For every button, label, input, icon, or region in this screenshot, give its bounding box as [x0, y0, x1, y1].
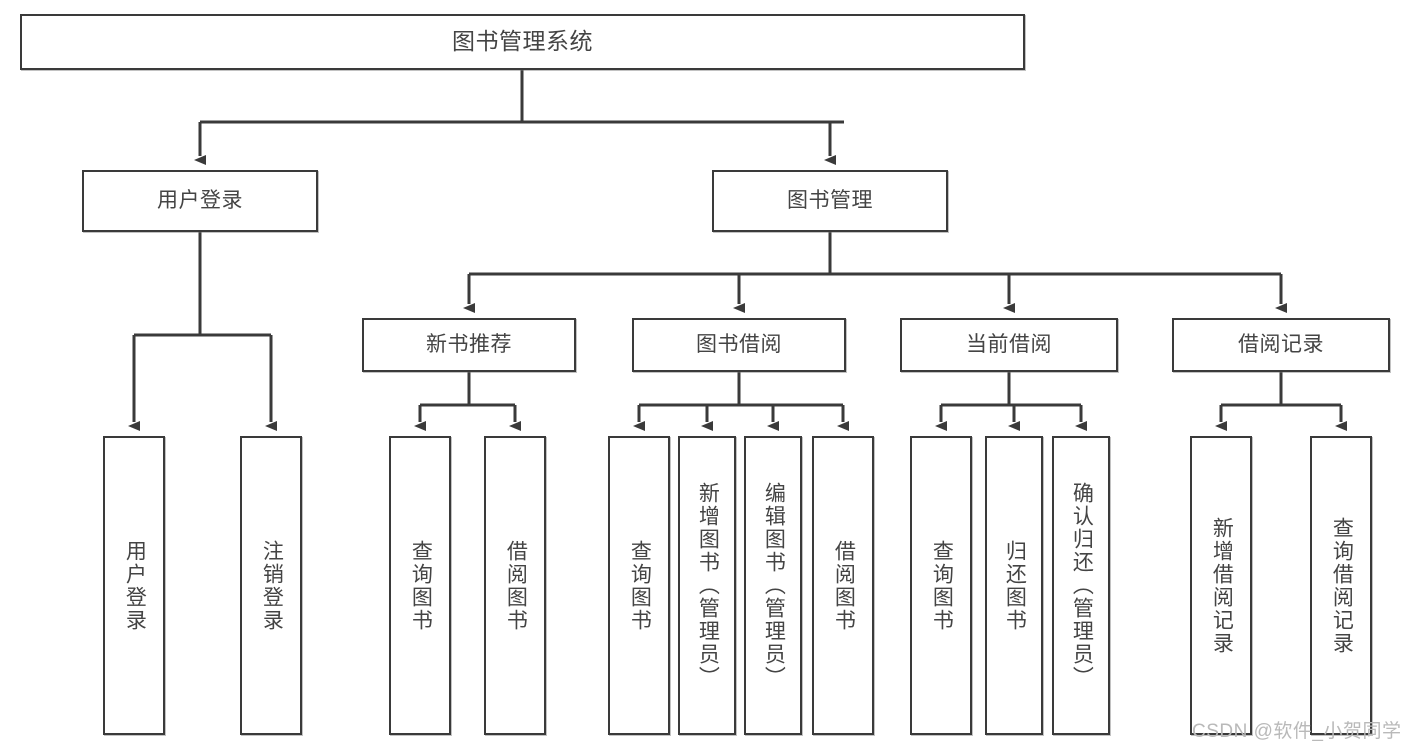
- node-leaf-1[interactable]: 用户登录: [103, 436, 165, 735]
- node-leaf-8[interactable]: 借阅图书: [812, 436, 874, 735]
- node-leaf-9-label: 查询图书: [930, 539, 954, 632]
- node-leaf-11-label: 确认归还（管理员）: [1070, 482, 1094, 689]
- node-level3-4-label: 借阅记录: [1238, 333, 1324, 357]
- node-level3-1[interactable]: 新书推荐: [362, 318, 576, 372]
- node-root-label: 图书管理系统: [452, 28, 593, 55]
- node-level2-1-label: 用户登录: [157, 189, 243, 213]
- node-leaf-6-label: 新增图书（管理员）: [696, 482, 720, 689]
- node-leaf-2[interactable]: 注销登录: [240, 436, 302, 735]
- node-level3-2-label: 图书借阅: [696, 333, 782, 357]
- node-leaf-13[interactable]: 查询借阅记录: [1310, 436, 1372, 735]
- node-root[interactable]: 图书管理系统: [20, 14, 1025, 70]
- node-level2-1[interactable]: 用户登录: [82, 170, 318, 232]
- node-level3-2[interactable]: 图书借阅: [632, 318, 846, 372]
- node-leaf-5[interactable]: 查询图书: [608, 436, 670, 735]
- node-leaf-10[interactable]: 归还图书: [985, 436, 1043, 735]
- node-leaf-3[interactable]: 查询图书: [389, 436, 451, 735]
- node-leaf-4-label: 借阅图书: [504, 539, 528, 632]
- node-level3-1-label: 新书推荐: [426, 333, 512, 357]
- node-leaf-11[interactable]: 确认归还（管理员）: [1052, 436, 1110, 735]
- node-leaf-12-label: 新增借阅记录: [1210, 516, 1234, 655]
- node-leaf-1-label: 用户登录: [123, 539, 147, 632]
- node-leaf-12[interactable]: 新增借阅记录: [1190, 436, 1252, 735]
- csdn-watermark: CSDN @软件_小贺同学: [1192, 721, 1402, 742]
- node-level2-2-label: 图书管理: [787, 189, 873, 213]
- node-level2-2[interactable]: 图书管理: [712, 170, 948, 232]
- node-leaf-9[interactable]: 查询图书: [910, 436, 972, 735]
- node-level3-4[interactable]: 借阅记录: [1172, 318, 1390, 372]
- node-leaf-3-label: 查询图书: [409, 539, 433, 632]
- node-leaf-13-label: 查询借阅记录: [1330, 516, 1354, 655]
- node-leaf-10-label: 归还图书: [1003, 539, 1027, 632]
- node-level3-3-label: 当前借阅: [966, 333, 1052, 357]
- node-leaf-7[interactable]: 编辑图书（管理员）: [744, 436, 802, 735]
- node-leaf-8-label: 借阅图书: [832, 539, 856, 632]
- node-leaf-5-label: 查询图书: [628, 539, 652, 632]
- node-leaf-7-label: 编辑图书（管理员）: [762, 482, 786, 689]
- node-leaf-4[interactable]: 借阅图书: [484, 436, 546, 735]
- node-leaf-6[interactable]: 新增图书（管理员）: [678, 436, 736, 735]
- node-level3-3[interactable]: 当前借阅: [900, 318, 1118, 372]
- node-leaf-2-label: 注销登录: [260, 539, 284, 632]
